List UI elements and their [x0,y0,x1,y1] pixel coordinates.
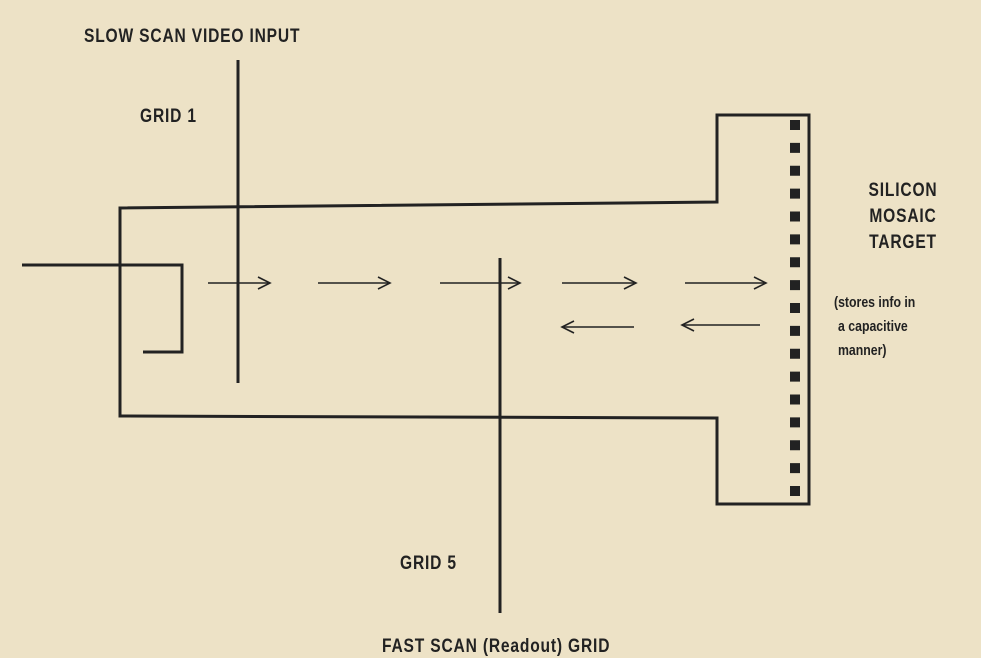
target-segment [790,440,800,451]
target-segment [790,348,800,359]
target-label-line-2: MOSAIC [869,206,937,227]
target-segment [790,142,800,153]
target-segment [790,463,800,474]
target-segment [790,188,800,199]
target-note-line-3: manner) [838,342,887,359]
target-segment [790,371,800,382]
target-segment [790,234,800,245]
target-segment [790,211,800,222]
fast-scan-grid-label: FAST SCAN (Readout) GRID [382,636,611,657]
slow-scan-video-input-label: SLOW SCAN VIDEO INPUT [84,26,301,47]
target-segment [790,325,800,336]
grid-5-label: GRID 5 [400,553,457,574]
target-segment [790,417,800,428]
target-segment [790,257,800,268]
target-note-line-1: (stores info in [834,294,916,311]
return-beam-arrows [560,318,760,334]
cathode-lead [22,263,184,354]
target-label-line-3: TARGET [869,232,937,253]
tube-envelope [118,113,811,506]
silicon-mosaic-target [790,120,800,496]
target-note-line-2: a capacitive [838,318,908,335]
grid-1-label: GRID 1 [140,106,197,127]
target-segment [790,280,800,291]
target-segment [790,394,800,405]
target-segment [790,165,800,176]
forward-beam-arrows [208,276,768,290]
target-segment [790,120,800,130]
target-segment [790,303,800,313]
target-label-line-1: SILICON [868,180,938,201]
target-segment [790,486,800,496]
